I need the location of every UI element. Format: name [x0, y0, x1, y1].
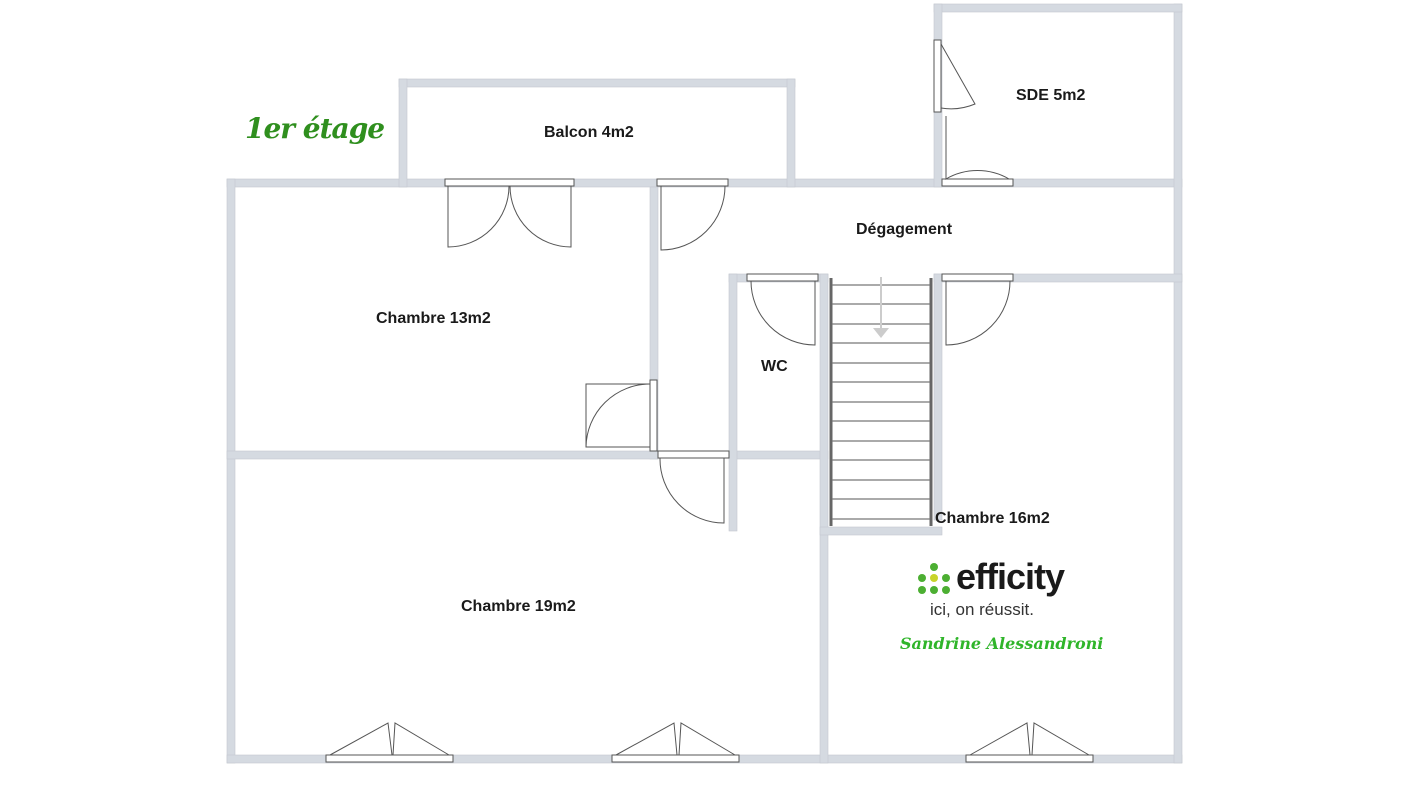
room-label-sde: SDE 5m2: [1016, 87, 1086, 104]
brand-name: efficity: [956, 556, 1065, 597]
doors: [325, 39, 1094, 763]
brand-tagline: ici, on réussit.: [930, 600, 1034, 619]
agent-signature: Sandrine Alessandroni: [900, 634, 1104, 653]
room-label-wc: WC: [761, 358, 788, 375]
room-label-degagement: Dégagement: [856, 221, 953, 238]
room-label-chambre13: Chambre 13m2: [376, 310, 491, 327]
stair-direction-arrow-icon: [873, 277, 889, 338]
room-label-chambre16: Chambre 16m2: [935, 510, 1050, 527]
room-label-chambre19: Chambre 19m2: [461, 598, 576, 615]
staircase: [829, 277, 933, 526]
logo-dots-icon: [918, 563, 950, 594]
room-label-balcon: Balcon 4m2: [544, 124, 634, 141]
floor-title: 1er étage: [245, 112, 385, 145]
